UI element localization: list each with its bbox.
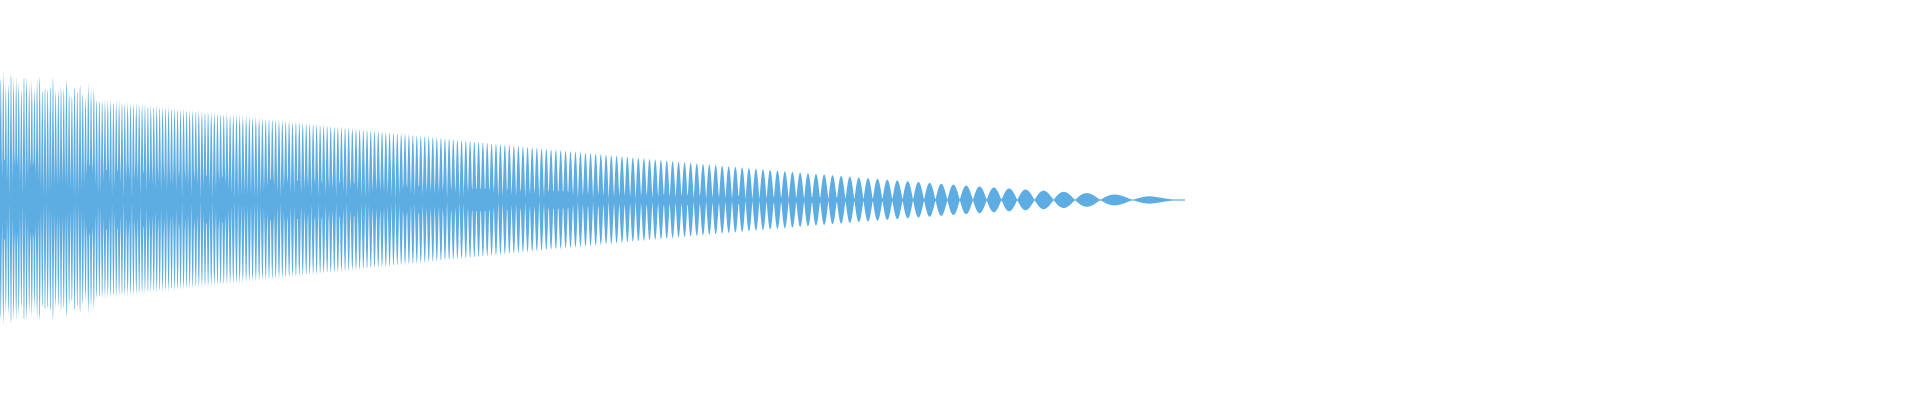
waveform-envelope bbox=[0, 70, 1185, 327]
